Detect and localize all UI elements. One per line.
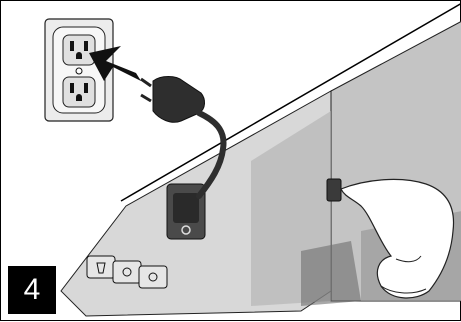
step-number-badge: 4 — [8, 266, 56, 314]
side-switch — [327, 179, 341, 201]
control-button-icon — [87, 256, 115, 278]
control-button-icon — [113, 261, 141, 283]
control-button-icon — [139, 266, 167, 288]
